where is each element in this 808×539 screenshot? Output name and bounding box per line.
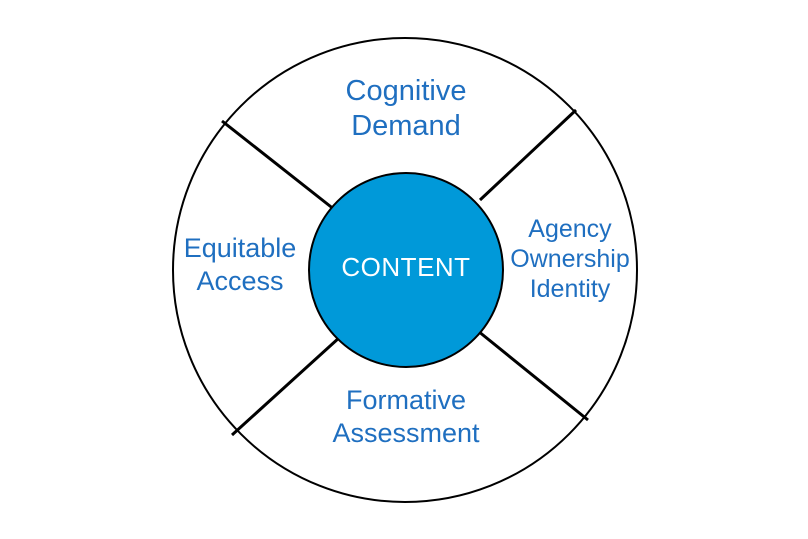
segment-label-line: Formative (345, 385, 467, 415)
segment-label-line: Equitable (183, 233, 297, 263)
divider-top-left (221, 119, 336, 212)
segment-label-equitable-access: Equitable Access (140, 232, 340, 298)
segment-label-line: Demand (351, 110, 461, 143)
divider-top-right (478, 108, 578, 202)
segment-label-line: Ownership (510, 245, 630, 273)
segment-label-line: Cognitive (345, 75, 467, 107)
segment-label-agency-ownership-identity: Agency Ownership Identity (490, 214, 650, 304)
segment-label-line: Assessment (332, 417, 480, 448)
divider-bottom-left (230, 335, 342, 437)
segment-label-line: Access (196, 265, 284, 296)
center-circle (308, 172, 504, 368)
center-label: CONTENT (341, 252, 471, 282)
segment-label-cognitive-demand: Cognitive Demand (306, 74, 506, 145)
segment-label-formative-assessment: Formative Assessment (306, 384, 506, 450)
segment-label-line: Identity (529, 275, 611, 303)
divider-bottom-right (477, 329, 589, 422)
segment-label-line: Agency (528, 215, 612, 243)
